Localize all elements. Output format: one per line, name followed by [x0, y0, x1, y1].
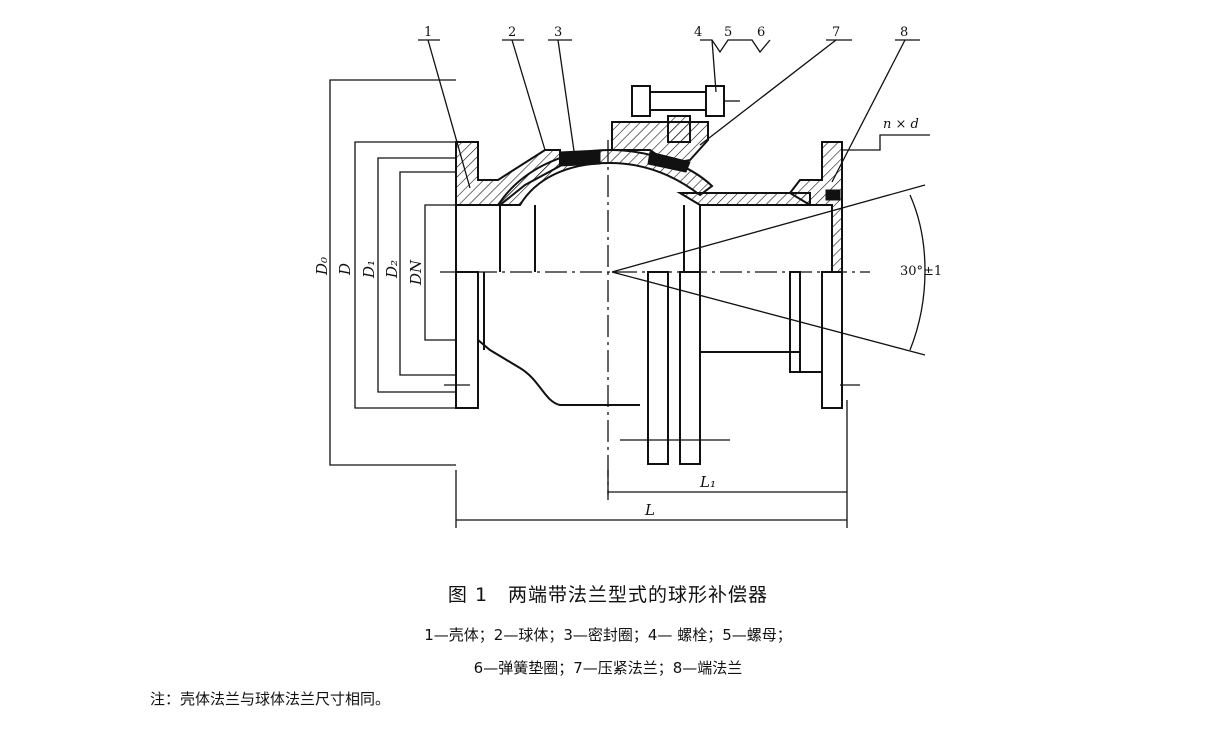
figure-title: 图 1 两端带法兰型式的球形补偿器: [447, 584, 769, 606]
bolt-assembly: [631, 85, 740, 143]
dim-bolt-holes: n × d: [883, 117, 919, 132]
part-label-6: 6: [757, 25, 765, 40]
dim-D: D: [336, 263, 354, 276]
part-leaders: 1 2 3 4 5 6 7 8: [418, 25, 920, 189]
part-label-3: 3: [554, 25, 562, 40]
figure-note: 注：壳体法兰与球体法兰尺寸相同。: [150, 690, 391, 708]
legend-line-1: 1—壳体；2—球体；3—密封圈；4— 螺栓；5—螺母；: [424, 626, 792, 644]
dim-D2: D₂: [383, 260, 401, 279]
diameter-dimensions: D₀ D D₁ D₂ DN: [313, 79, 456, 466]
housing-section: [455, 121, 843, 273]
part-label-7: 7: [832, 25, 840, 40]
bolt-hole-callout: n × d: [842, 117, 930, 151]
dim-L1: L₁: [699, 473, 716, 491]
legend-line-2: 6—弹簧垫圈；7—压紧法兰；8—端法兰: [473, 659, 743, 677]
part-label-5: 5: [724, 25, 732, 40]
part-label-1: 1: [424, 25, 432, 40]
lower-outline: [444, 205, 860, 465]
part-label-4: 4: [694, 25, 702, 40]
dim-D0: D₀: [313, 257, 331, 276]
dim-DN: DN: [407, 259, 425, 286]
part-label-2: 2: [508, 25, 516, 40]
part-label-8: 8: [900, 25, 908, 40]
angle-label: 30°±1: [900, 264, 942, 279]
dim-L: L: [644, 501, 655, 519]
dim-D1: D₁: [360, 260, 378, 279]
swing-angle: 30°±1: [611, 184, 942, 356]
length-dimensions: L L₁: [455, 400, 848, 528]
